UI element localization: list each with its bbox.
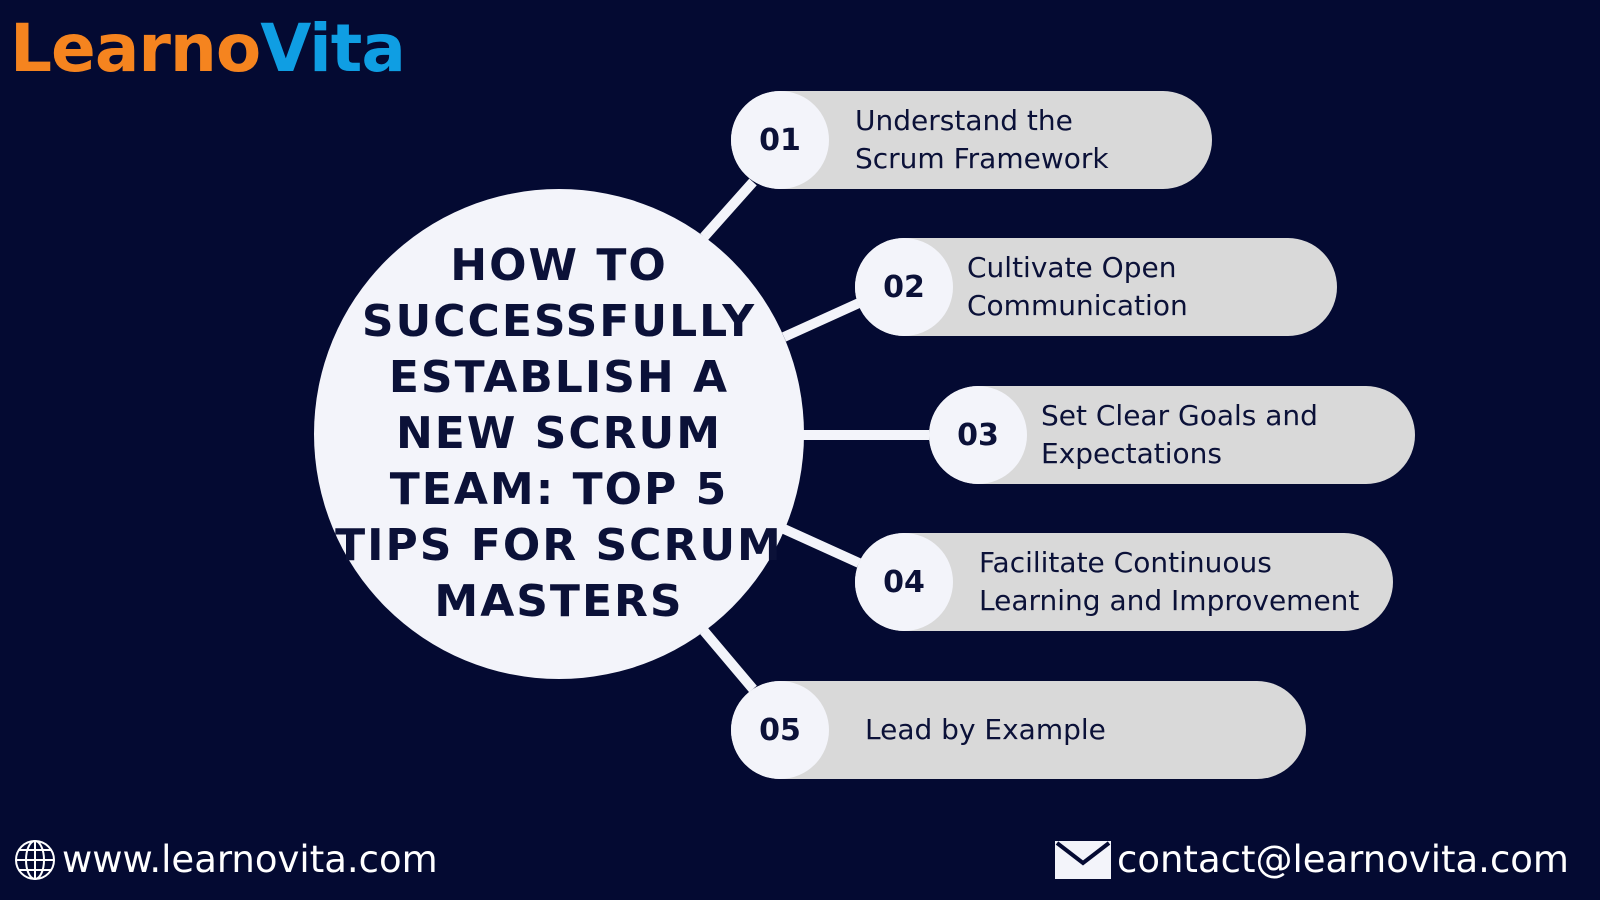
tip-number: 02 bbox=[855, 238, 953, 336]
email-footer: contact@learnovita.com bbox=[1055, 838, 1569, 881]
website-link[interactable]: www.learnovita.com bbox=[62, 838, 438, 881]
tip-label: Understand the Scrum Framework bbox=[855, 104, 1109, 175]
globe-icon bbox=[15, 839, 55, 880]
tip-label: Lead by Example bbox=[865, 713, 1106, 746]
connector-01 bbox=[700, 178, 757, 241]
page-title: HOW TO SUCCESSFULLY ESTABLISH A NEW SCRU… bbox=[335, 240, 783, 627]
tip-01: 01 Understand the Scrum Framework bbox=[731, 91, 1212, 189]
tip-label: Cultivate Open Communication bbox=[967, 251, 1188, 322]
website-footer: www.learnovita.com bbox=[14, 838, 438, 881]
connector-02 bbox=[781, 298, 862, 342]
tip-05: 05 Lead by Example bbox=[731, 681, 1306, 779]
tip-number: 05 bbox=[731, 681, 829, 779]
connector-05 bbox=[700, 627, 757, 693]
tip-number: 04 bbox=[855, 533, 953, 631]
tip-number: 01 bbox=[731, 91, 829, 189]
logo-part-2: Vita bbox=[260, 10, 406, 87]
title-circle: HOW TO SUCCESSFULLY ESTABLISH A NEW SCRU… bbox=[314, 189, 804, 679]
envelope-icon bbox=[1055, 840, 1111, 879]
tip-label: Facilitate Continuous Learning and Impro… bbox=[979, 546, 1360, 617]
tip-number: 03 bbox=[929, 386, 1027, 484]
connector-04 bbox=[781, 524, 862, 568]
learnovita-logo: LearnoVita bbox=[10, 10, 406, 87]
logo-part-1: Learno bbox=[10, 10, 261, 87]
tip-04: 04 Facilitate Continuous Learning and Imp… bbox=[855, 533, 1393, 631]
tip-label: Set Clear Goals and Expectations bbox=[1041, 399, 1318, 470]
email-link[interactable]: contact@learnovita.com bbox=[1117, 838, 1569, 881]
